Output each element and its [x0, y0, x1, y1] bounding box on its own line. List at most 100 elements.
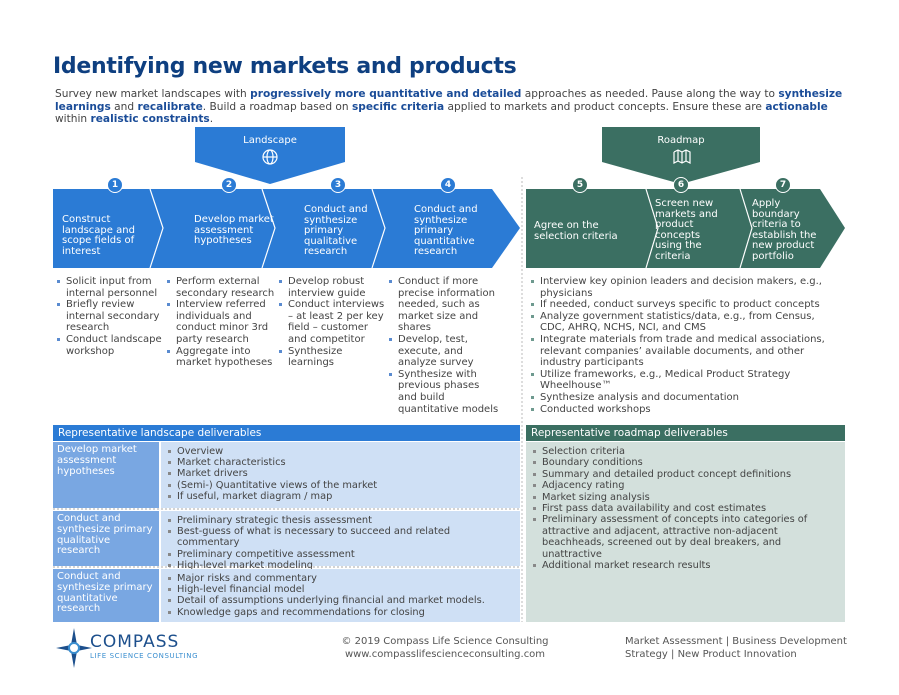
map-icon [673, 149, 691, 164]
deliverable-item: Market drivers [167, 468, 514, 479]
step-label: Apply boundary criteria to establish the… [752, 198, 817, 262]
landscape-deliverables-header: Representative landscape deliverables [53, 425, 520, 441]
intro-highlight: actionable [765, 100, 828, 113]
activity-item: Utilize frameworks, e.g., Medical Produc… [530, 369, 830, 392]
logo-name: COMPASS [90, 632, 180, 652]
deliverable-item: Knowledge gaps and recommendations for c… [167, 607, 514, 618]
globe-icon [262, 149, 278, 165]
step-label: Develop market assessment hypotheses [194, 214, 274, 247]
copyright-block: © 2019 Compass Life Science Consulting w… [330, 636, 560, 661]
deliverable-row-label: Conduct and synthesize primary qualitati… [53, 511, 159, 566]
deliverable-row-content: Overview Market characteristics Market d… [161, 442, 520, 508]
deliverable-item: (Semi-) Quantitative views of the market [167, 480, 514, 491]
deliverable-item: High-level market modeling [167, 560, 514, 571]
deliverable-item: Preliminary competitive assessment [167, 549, 514, 560]
deliverable-row-content: Major risks and commentary High-level fi… [161, 569, 520, 622]
intro-highlight: synthesize learnings [55, 88, 843, 113]
deliverable-item: Boundary conditions [532, 457, 839, 468]
intro-text: . [209, 113, 214, 125]
activity-item: Synthesize analysis and documentation [530, 392, 830, 404]
deliverable-item: Selection criteria [532, 446, 839, 457]
step-number: 5 [572, 177, 588, 193]
activity-item: If needed, conduct surveys specific to p… [530, 299, 830, 311]
deliverable-item: Major risks and commentary [167, 573, 514, 584]
deliverable-item: Preliminary strategic thesis assessment [167, 515, 514, 526]
deliverable-item: Adjacency rating [532, 480, 839, 491]
deliverable-item: Best-guess of what is necessary to succe… [167, 526, 514, 548]
step-number: 1 [107, 177, 123, 193]
intro-text: within [55, 113, 91, 125]
step-number: 6 [673, 177, 689, 193]
activity-item: Briefly review internal secondary resear… [56, 299, 164, 334]
intro-paragraph: Survey new market landscapes with progre… [55, 88, 855, 126]
deliverable-item: Additional market research results [532, 560, 839, 571]
step3-activities: Develop robust interview guide Conduct i… [278, 276, 388, 369]
activity-item: Solicit input from internal personnel [56, 276, 164, 299]
roadmap-label: Roadmap [657, 135, 705, 146]
tagline-line: Strategy | New Product Innovation [625, 648, 797, 660]
roadmap-deliverables-content: Selection criteria Boundary conditions S… [526, 442, 845, 622]
step-label: Conduct and synthesize primary qualitati… [304, 204, 368, 258]
activity-item: Develop, test, execute, and analyze surv… [388, 334, 500, 369]
chevron-separators [149, 188, 753, 269]
landscape-label: Landscape [243, 135, 297, 146]
activity-item: Interview referred individuals and condu… [166, 299, 278, 345]
step-number: 2 [221, 177, 237, 193]
roadmap-phase-banner [602, 127, 760, 184]
activity-item: Perform external secondary research [166, 276, 278, 299]
deliverable-item: Detail of assumptions underlying financi… [167, 595, 514, 606]
activity-item: Synthesize with previous phases and buil… [388, 369, 500, 415]
deliverable-row-label: Develop market assessment hypotheses [53, 442, 159, 508]
page-title: Identifying new markets and products [53, 54, 517, 79]
website-link[interactable]: www.compasslifescienceconsulting.com [344, 648, 546, 660]
roadmap-deliverables-header: Representative roadmap deliverables [526, 425, 845, 441]
tagline-block: Market Assessment | Business Development… [625, 636, 855, 661]
activity-item: Conduct landscape workshop [56, 334, 164, 357]
deliverable-item: Market sizing analysis [532, 492, 839, 503]
step-number: 7 [775, 177, 791, 193]
step-number: 4 [440, 177, 456, 193]
activity-item: Integrate materials from trade and medic… [530, 334, 830, 369]
intro-highlight: realistic constraints [90, 113, 210, 125]
roadmap-chevron-band [526, 189, 845, 268]
step2-activities: Perform external secondary research Inte… [166, 276, 278, 369]
step-label: Agree on the selection criteria [534, 220, 618, 242]
activity-item: Conduct interviews – at least 2 per key … [278, 299, 388, 345]
landscape-chevron-band [53, 189, 520, 268]
activity-item: Conduct if more precise information need… [388, 276, 500, 334]
landscape-phase-banner [195, 127, 345, 184]
activity-item: Analyze government statistics/data, e.g.… [530, 311, 830, 334]
step-label: Conduct and synthesize primary quantitat… [414, 204, 478, 258]
intro-highlight: recalibrate [137, 100, 203, 113]
intro-text: applied to markets and product concepts.… [444, 100, 766, 113]
deliverable-item: Market characteristics [167, 457, 514, 468]
copyright: © 2019 Compass Life Science Consulting [341, 636, 549, 647]
activity-item: Develop robust interview guide [278, 276, 388, 299]
intro-highlight: progressively more quantitative and deta… [250, 88, 522, 100]
activity-item: Synthesize learnings [278, 346, 388, 369]
roadmap-activities: Interview key opinion leaders and decisi… [530, 276, 830, 415]
activity-item: Interview key opinion leaders and decisi… [530, 276, 830, 299]
deliverable-item: High-level financial model [167, 584, 514, 595]
deliverable-row-label: Conduct and synthesize primary quantitat… [53, 569, 159, 622]
deliverable-item: First pass data availability and cost es… [532, 503, 839, 514]
deliverable-item: Summary and detailed product concept def… [532, 469, 839, 480]
intro-text: and [110, 100, 138, 113]
step-number: 3 [330, 177, 346, 193]
step-label: Construct landscape and scope fields of … [62, 214, 135, 257]
step-label: Screen new markets and product concepts … [655, 198, 718, 262]
step1-activities: Solicit input from internal personnel Br… [56, 276, 164, 357]
deliverable-item: Overview [167, 446, 514, 457]
intro-text: Survey new market landscapes with [55, 88, 251, 100]
intro-highlight: specific criteria [351, 100, 445, 113]
logo-subtitle: LIFE SCIENCE CONSULTING [90, 652, 199, 660]
activity-item: Aggregate into market hypotheses [166, 346, 278, 369]
tagline-line: Market Assessment | Business Development [625, 636, 847, 647]
intro-text: . Build a roadmap based on [202, 100, 352, 113]
intro-text: approaches as needed. Pause along the wa… [521, 88, 779, 100]
deliverable-item: If useful, market diagram / map [167, 491, 514, 502]
activity-item: Conducted workshops [530, 404, 830, 416]
compass-logo-icon [56, 628, 92, 668]
